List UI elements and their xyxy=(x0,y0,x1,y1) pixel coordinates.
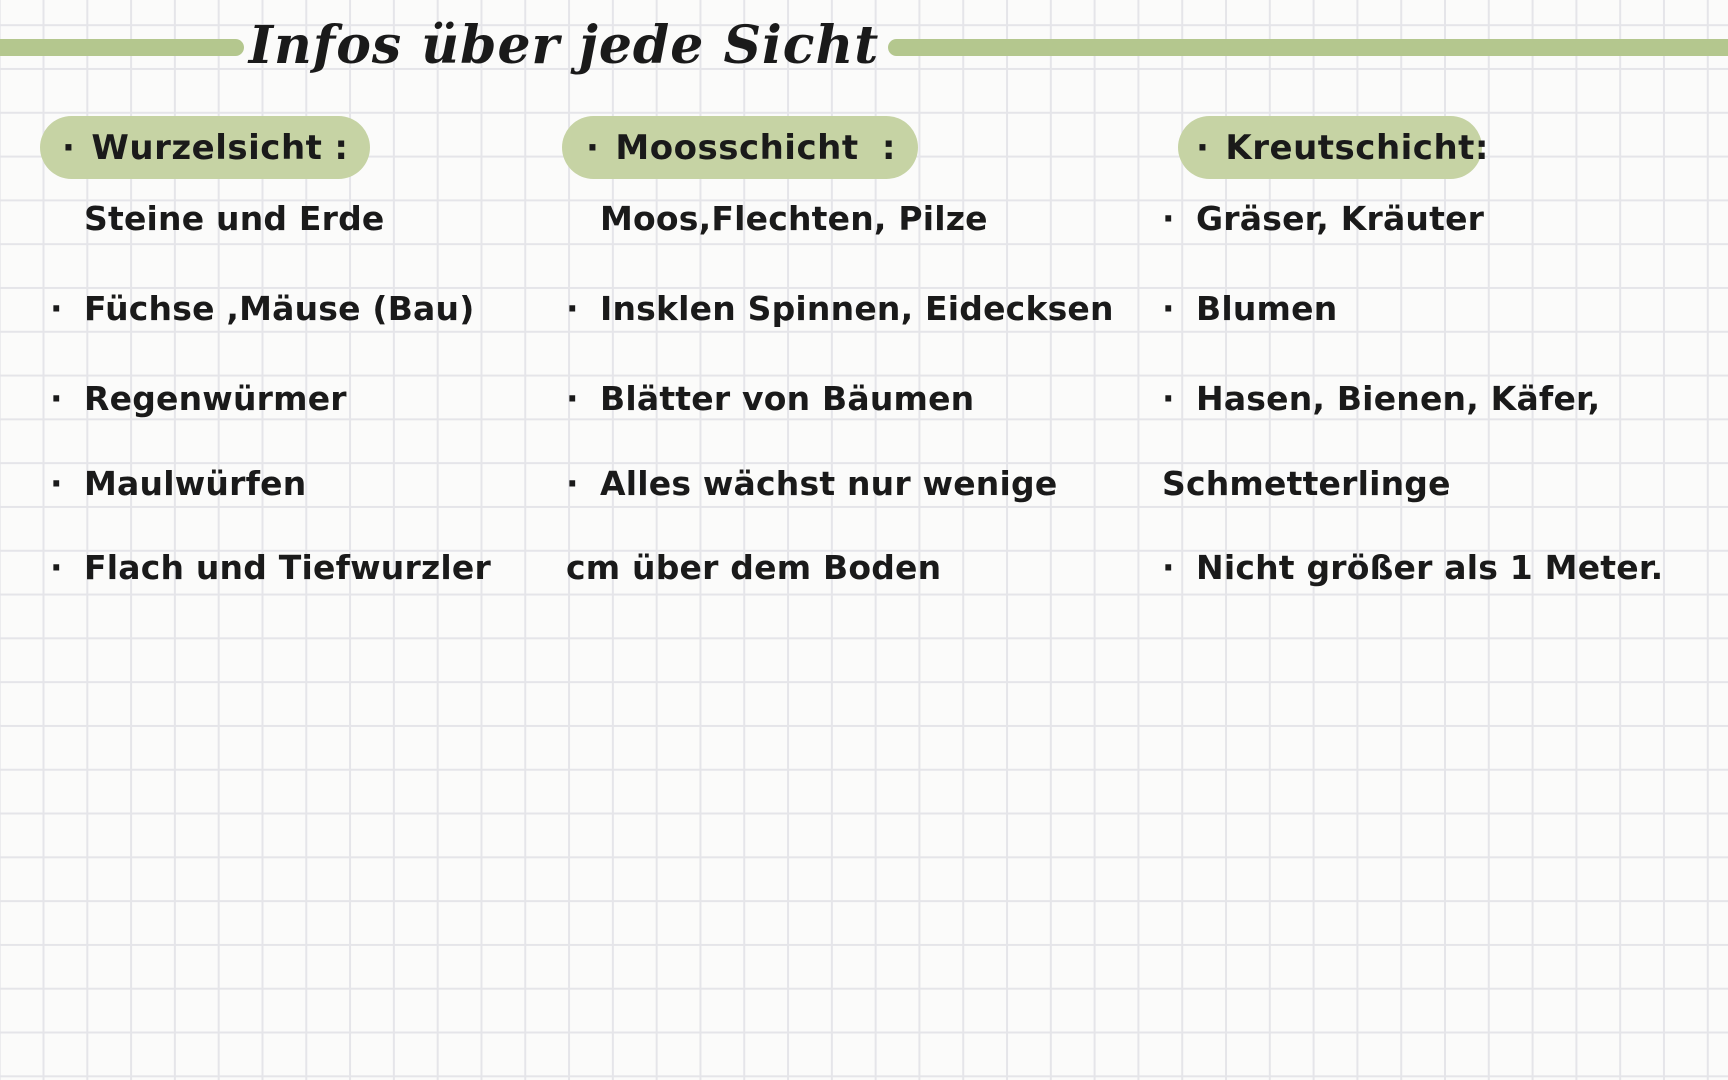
colon-marker: : xyxy=(881,127,896,168)
note-line: · Nicht größer als 1 Meter. xyxy=(1162,545,1663,591)
bullet-marker: · xyxy=(1162,548,1175,587)
section-label: Wurzelsicht xyxy=(91,127,323,168)
note-line-text: Flach und Tiefwurzler xyxy=(84,548,491,587)
note-line: Steine und Erde xyxy=(50,196,385,242)
note-line: cm über dem Boden xyxy=(566,545,941,591)
note-line: · Maulwürfen xyxy=(50,461,306,507)
note-line: · Insklen Spinnen, Eidecksen xyxy=(566,286,1114,332)
note-line-text: Gräser, Kräuter xyxy=(1196,199,1485,238)
note-line-text: Blätter von Bäumen xyxy=(600,379,975,418)
section-header-kreutschicht: · Kreutschicht : xyxy=(1178,116,1489,179)
note-line-text: Nicht größer als 1 Meter. xyxy=(1196,548,1664,587)
note-line-text: Moos,Flechten, Pilze xyxy=(600,199,988,238)
bullet-marker: · xyxy=(1162,199,1175,238)
bullet-marker: · xyxy=(566,379,579,418)
colon-marker: : xyxy=(334,127,349,168)
note-line: · Füchse ,Mäuse (Bau) xyxy=(50,286,475,332)
note-line: · Hasen, Bienen, Käfer, xyxy=(1162,376,1600,422)
note-line: · Gräser, Kräuter xyxy=(1162,196,1484,242)
note-line-text: cm über dem Boden xyxy=(566,548,942,587)
note-line-text: Blumen xyxy=(1196,289,1338,328)
bullet-marker: · xyxy=(50,379,63,418)
bullet-marker: · xyxy=(1162,379,1175,418)
bullet-marker: · xyxy=(1196,127,1210,168)
note-line-text: Regenwürmer xyxy=(84,379,347,418)
note-line-text: Steine und Erde xyxy=(84,199,385,238)
bullet-marker: · xyxy=(566,289,579,328)
bullet-marker: · xyxy=(50,464,63,503)
bullet-marker: · xyxy=(586,127,600,168)
note-line: · Regenwürmer xyxy=(50,376,347,422)
note-line-text: Insklen Spinnen, Eidecksen xyxy=(600,289,1114,328)
note-line: · Alles wächst nur wenige xyxy=(566,461,1057,507)
bullet-marker: · xyxy=(566,464,579,503)
note-line: · Blumen xyxy=(1162,286,1337,332)
note-line-text: Maulwürfen xyxy=(84,464,307,503)
note-line: Moos,Flechten, Pilze xyxy=(566,196,988,242)
section-label: Moosschicht xyxy=(615,127,859,168)
bullet-marker: · xyxy=(1162,289,1175,328)
note-line: Schmetterlinge xyxy=(1162,461,1451,507)
note-line-text: Hasen, Bienen, Käfer, xyxy=(1196,379,1601,418)
section-header-moosschicht: · Moosschicht : xyxy=(562,116,918,179)
note-line-text: Schmetterlinge xyxy=(1162,464,1451,503)
bullet-marker: · xyxy=(50,289,63,328)
section-header-wurzelsicht: · Wurzelsicht : xyxy=(40,116,370,179)
note-line-text: Füchse ,Mäuse (Bau) xyxy=(84,289,475,328)
title-rule-left xyxy=(0,39,244,56)
note-line: · Blätter von Bäumen xyxy=(566,376,974,422)
note-line-text: Alles wächst nur wenige xyxy=(600,464,1058,503)
page-title: Infos über jede Sicht xyxy=(248,14,880,76)
bullet-marker: · xyxy=(62,127,76,168)
bullet-marker: · xyxy=(50,548,63,587)
note-line: · Flach und Tiefwurzler xyxy=(50,545,491,591)
section-label: Kreutschicht xyxy=(1225,127,1475,168)
colon-marker: : xyxy=(1474,127,1490,168)
title-rule-right xyxy=(888,39,1728,56)
